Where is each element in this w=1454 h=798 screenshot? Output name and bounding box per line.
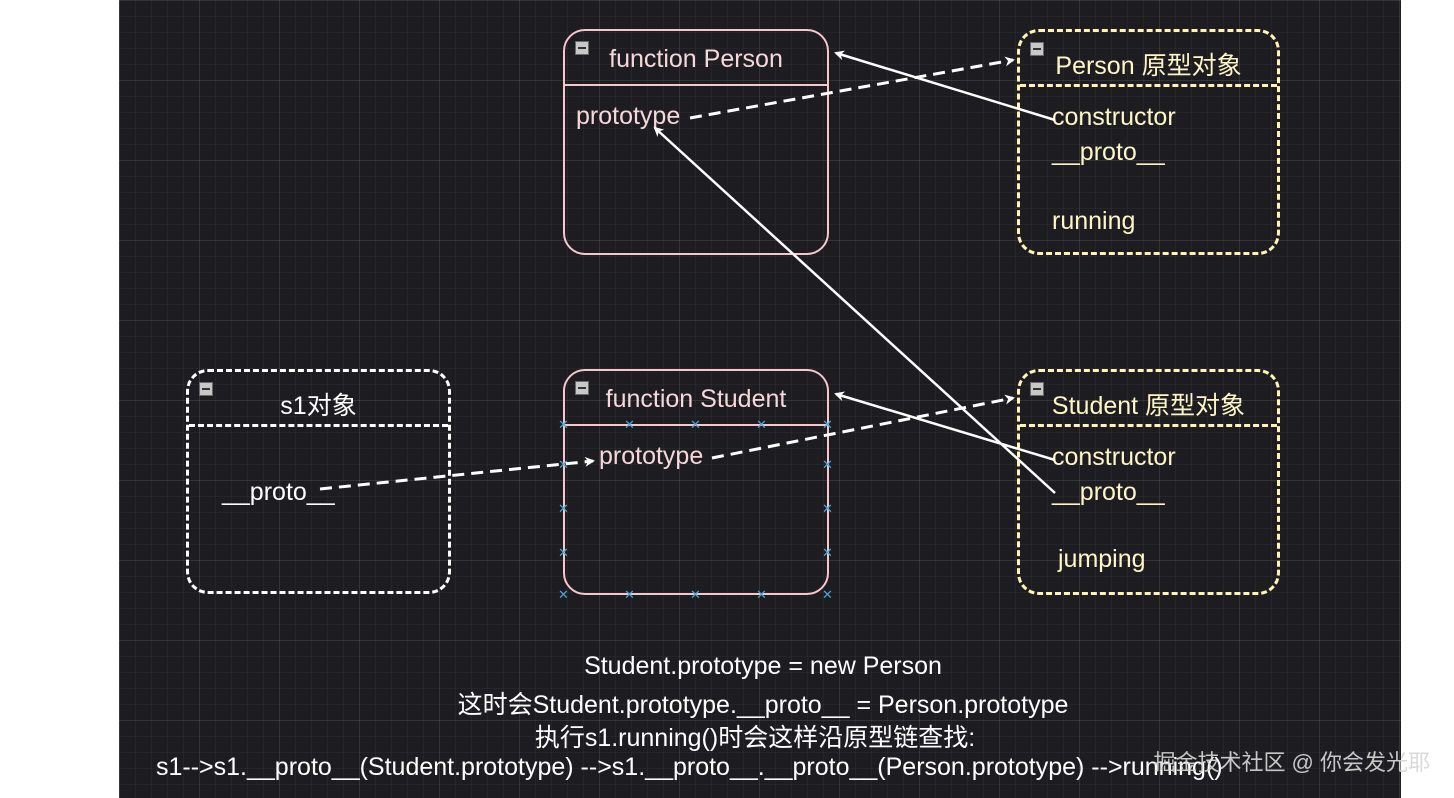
- diagram-canvas: [119, 0, 1401, 798]
- anchor-mark[interactable]: ✕: [756, 417, 767, 432]
- function-person-header: function Person: [565, 31, 827, 86]
- person-prototype-object-box[interactable]: Person 原型对象 constructor __proto__ runnin…: [1017, 29, 1280, 255]
- anchor-mark[interactable]: ✕: [756, 587, 767, 602]
- anchor-mark[interactable]: ✕: [624, 417, 635, 432]
- person-prototype-object-title: Person 原型对象: [1055, 52, 1242, 80]
- anchor-mark[interactable]: ✕: [822, 417, 833, 432]
- anchor-mark[interactable]: ✕: [690, 587, 701, 602]
- student-prototype-object-header: Student 原型对象: [1020, 372, 1277, 427]
- s1-object-header: s1对象: [189, 372, 448, 427]
- person-proto-field: __proto__: [1052, 138, 1165, 166]
- collapse-icon[interactable]: [1030, 382, 1044, 396]
- anchor-mark[interactable]: ✕: [558, 501, 569, 516]
- function-student-title: function Student: [605, 385, 787, 413]
- person-running-field: running: [1052, 207, 1136, 235]
- watermark-text: 掘金技术社区 @ 你会发光耶: [1153, 750, 1430, 775]
- s1-proto-arrow[interactable]: [319, 456, 595, 491]
- collapse-icon[interactable]: [575, 41, 589, 55]
- person-prototype-object-header: Person 原型对象: [1020, 32, 1277, 87]
- s1-object-title: s1对象: [280, 392, 357, 420]
- note-line-1: Student.prototype = new Person: [584, 652, 942, 680]
- student-jumping-field: jumping: [1058, 545, 1146, 573]
- function-student-box[interactable]: function Student prototype: [563, 369, 829, 595]
- student-constructor-arrow[interactable]: [834, 391, 1056, 462]
- anchor-mark[interactable]: ✕: [822, 457, 833, 472]
- person-prototype-arrow[interactable]: [689, 56, 1015, 120]
- anchor-mark[interactable]: ✕: [558, 587, 569, 602]
- function-person-box[interactable]: function Person prototype: [563, 29, 829, 255]
- person-prototype-field: prototype: [576, 102, 681, 130]
- student-proto-field: __proto__: [1052, 478, 1165, 506]
- collapse-icon[interactable]: [199, 382, 213, 396]
- note-line-4: s1-->s1.__proto__(Student.prototype) -->…: [156, 753, 1223, 781]
- student-proto-chain-arrow[interactable]: [653, 126, 1056, 494]
- s1-object-box[interactable]: s1对象 __proto__: [186, 369, 451, 594]
- function-person-title: function Person: [609, 45, 783, 73]
- anchor-mark[interactable]: ✕: [558, 417, 569, 432]
- anchor-mark[interactable]: ✕: [690, 417, 701, 432]
- anchor-mark[interactable]: ✕: [822, 501, 833, 516]
- note-line-3: 执行s1.running()时会这样沿原型链查找:: [534, 724, 976, 752]
- student-prototype-field: prototype: [599, 442, 704, 470]
- anchor-mark[interactable]: ✕: [822, 587, 833, 602]
- person-constructor-field: constructor: [1052, 103, 1176, 131]
- collapse-icon[interactable]: [1030, 42, 1044, 56]
- student-constructor-field: constructor: [1052, 443, 1176, 471]
- person-constructor-arrow[interactable]: [834, 50, 1056, 122]
- student-prototype-object-box[interactable]: Student 原型对象 constructor __proto__ jumpi…: [1017, 369, 1280, 595]
- function-student-header: function Student: [565, 371, 827, 426]
- anchor-mark[interactable]: ✕: [558, 457, 569, 472]
- student-prototype-object-title: Student 原型对象: [1051, 392, 1246, 420]
- collapse-icon[interactable]: [575, 381, 589, 395]
- anchor-mark[interactable]: ✕: [624, 587, 635, 602]
- note-line-2: 这时会Student.prototype.__proto__ = Person.…: [457, 691, 1069, 719]
- anchor-mark[interactable]: ✕: [558, 545, 569, 560]
- anchor-mark[interactable]: ✕: [822, 545, 833, 560]
- student-prototype-arrow[interactable]: [711, 394, 1015, 460]
- s1-proto-field: __proto__: [222, 478, 335, 506]
